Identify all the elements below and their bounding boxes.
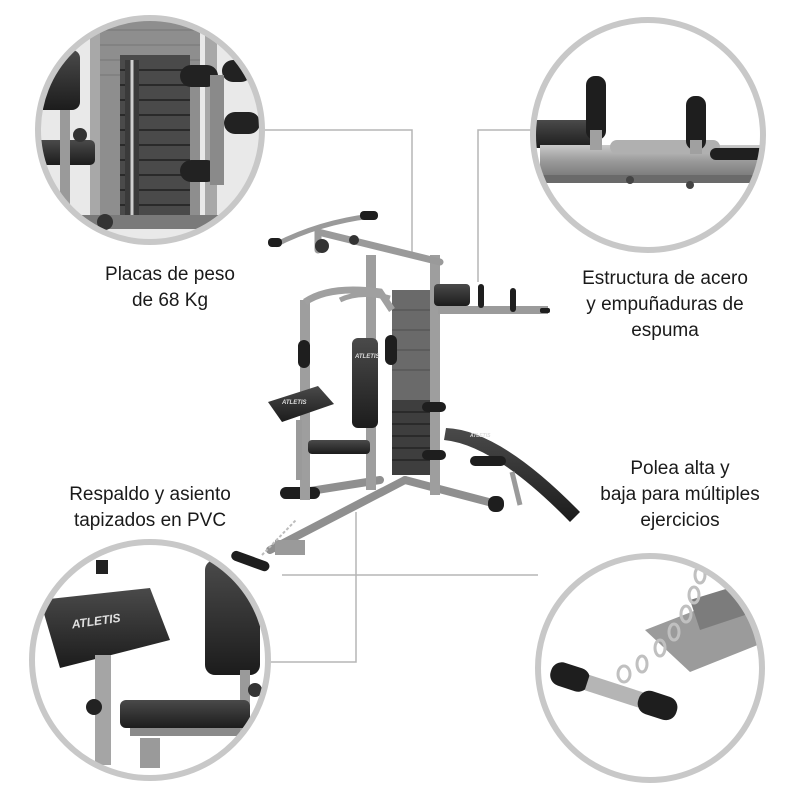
preacher-pad-and-seat-closeup: ATLETIS xyxy=(29,539,271,781)
base-foot-plate xyxy=(275,540,305,555)
caption-line: Respaldo y asiento xyxy=(69,484,231,505)
caption-line: baja para múltiples xyxy=(600,484,760,505)
chain-and-handle-closeup xyxy=(535,553,765,783)
caption-line: ejercicios xyxy=(640,510,720,531)
callout-line-weight xyxy=(262,129,413,258)
home-gym-machine: ATLETIS ATLETIS ATLETIS xyxy=(231,211,580,572)
caption-line: de 68 Kg xyxy=(131,290,209,311)
caption-line: espuma xyxy=(631,320,699,341)
brand-logo-main: ATLETIS xyxy=(354,354,380,360)
caption-pulleys: Polea alta y baja para múltiples ejercic… xyxy=(560,456,800,534)
brand-logo-preacher: ATLETIS xyxy=(281,400,307,406)
caption-line: Polea alta y xyxy=(630,458,730,479)
caption-line: Estructura de acero xyxy=(582,268,748,289)
caption-line: Placas de peso xyxy=(105,264,235,285)
weight-stack-closeup xyxy=(35,15,265,245)
caption-line: y empuñaduras de xyxy=(586,294,744,315)
brand-logo-bench: ATLETIS xyxy=(469,433,491,439)
callout-line-seat xyxy=(266,512,357,663)
caption-weight-plates: Placas de peso de 68 Kg xyxy=(60,262,280,314)
callout-lines xyxy=(262,129,538,663)
caption-line: tapizados en PVC xyxy=(73,510,227,531)
caption-frame-grips: Estructura de acero y empuñaduras de esp… xyxy=(545,266,785,344)
brand-logo: ATLETIS xyxy=(70,611,122,632)
callout-line-frame xyxy=(477,129,533,282)
caption-upholstery: Respaldo y asiento tapizados en PVC xyxy=(30,482,270,534)
dip-handles-closeup xyxy=(530,17,766,253)
